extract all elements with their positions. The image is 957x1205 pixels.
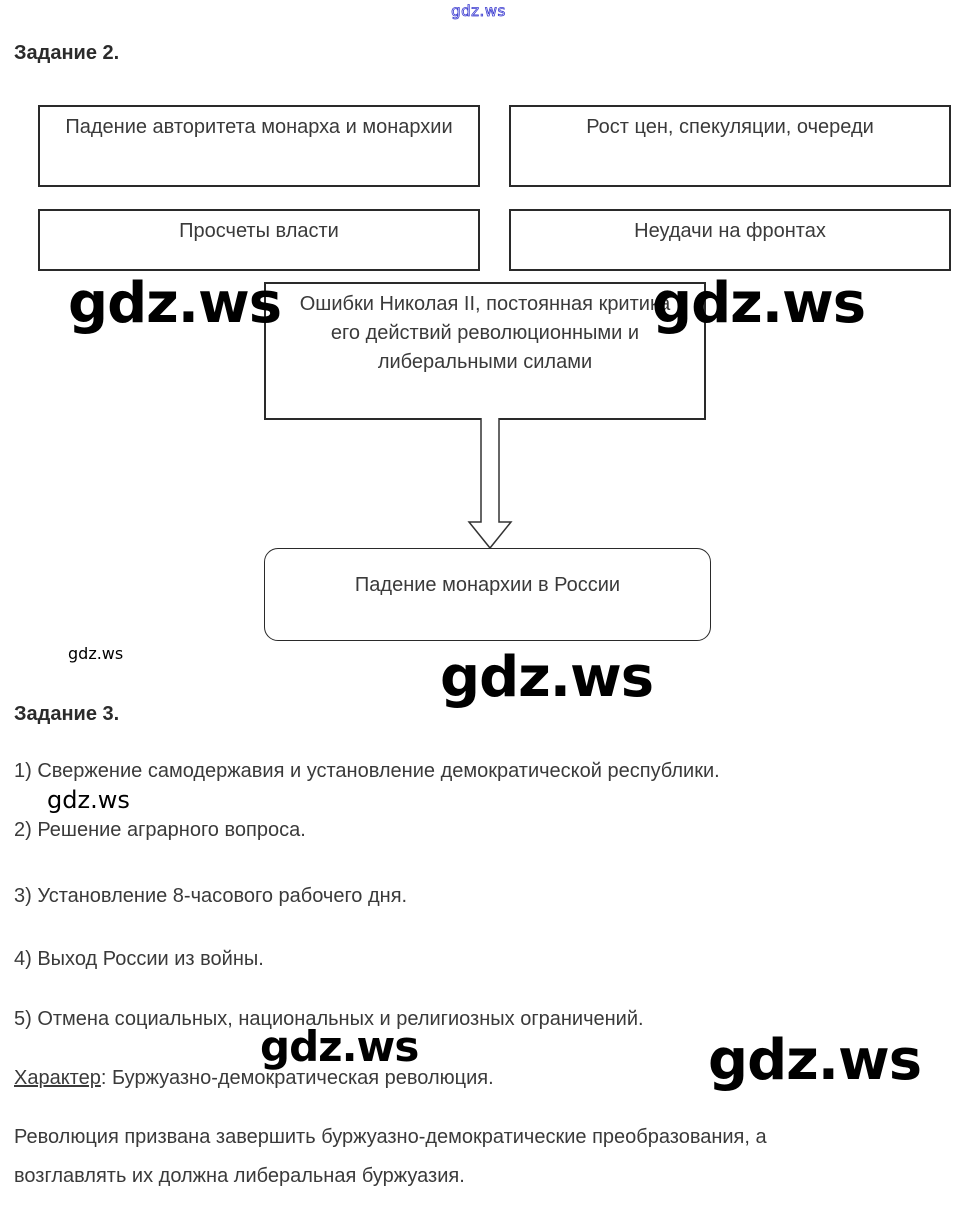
watermark-inline: gdz.ws	[47, 786, 130, 814]
watermark-right: gdz.ws	[652, 271, 866, 336]
goal-item-2: 2) Решение аграрного вопроса.	[14, 819, 306, 841]
character-line: Характер: Буржуазно-демократическая рево…	[14, 1067, 494, 1090]
watermark-bottom-right: gdz.ws	[708, 1028, 922, 1093]
result-box: Падение монархии в России	[264, 548, 711, 641]
goal-item-4: 4) Выход России из войны.	[14, 948, 264, 970]
top-watermark: gdz.ws	[451, 2, 506, 21]
watermark-small: gdz.ws	[68, 644, 124, 663]
character-value: : Буржуазно-демократическая революция.	[100, 1067, 494, 1089]
goal-item-5: 5) Отмена социальных, национальных и рел…	[14, 1008, 644, 1030]
goal-item-3: 3) Установление 8-часового рабочего дня.	[14, 885, 408, 907]
conclusion-line-1: Революция призвана завершить буржуазно-д…	[14, 1126, 767, 1148]
cause-box-prices: Рост цен, спекуляции, очереди	[509, 105, 951, 187]
conclusion-line-2: возглавлять их должна либеральная буржуа…	[14, 1165, 465, 1187]
cause-box-authority: Падение авторитета монарха и монархии	[38, 105, 480, 187]
cause-box-front-failures: Неудачи на фронтах	[509, 209, 951, 271]
cause-box-nicholas: Ошибки Николая II, постоянная критика ег…	[264, 282, 706, 420]
task3-heading: Задание 3.	[14, 703, 120, 725]
task2-heading: Задание 2.	[14, 42, 120, 64]
watermark-bottom-left: gdz.ws	[260, 1022, 419, 1071]
cause-box-miscalculations: Просчеты власти	[38, 209, 480, 271]
character-label: Характер	[14, 1067, 101, 1089]
watermark-left: gdz.ws	[68, 271, 282, 336]
watermark-center: gdz.ws	[440, 645, 654, 710]
goal-item-1: 1) Свержение самодержавия и установление…	[14, 760, 720, 782]
down-arrow-icon	[467, 418, 513, 550]
